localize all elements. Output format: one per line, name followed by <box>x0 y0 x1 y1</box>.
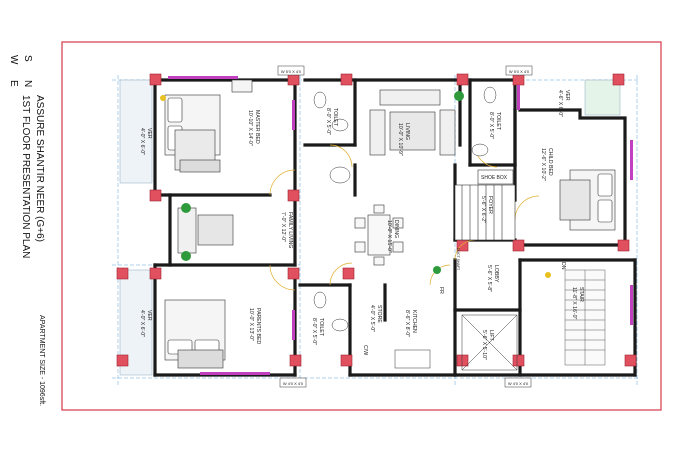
svg-text:STORE: STORE <box>376 305 382 323</box>
svg-text:4'-6" X 6'-0": 4'-6" X 6'-0" <box>557 90 563 117</box>
svg-text:12'-6" X 10'-2": 12'-6" X 10'-2" <box>540 148 546 181</box>
label-kitchen: KITCHEN 8'-6" X 8'-0" <box>404 310 417 337</box>
apartment-size: APARTMENT SIZE - 1096sft. <box>38 315 45 406</box>
bed-master <box>164 79 253 173</box>
svg-text:TOILET: TOILET <box>495 112 501 131</box>
svg-text:4'-0" X 6'-0": 4'-0" X 6'-0" <box>139 128 145 155</box>
svg-text:10'-0" X 13'-0": 10'-0" X 13'-0" <box>248 308 254 341</box>
label-duct-shaft: DUCT SHAFT <box>456 248 460 271</box>
svg-text:KITCHEN: KITCHEN <box>411 310 417 333</box>
room-labels: MASTER BED 10'-10" X 14'-0" TOILET 8'-0"… <box>139 90 584 360</box>
label-toilet-top-left: TOILET 8'-0" X 5'-0" <box>325 108 338 135</box>
window-tag: W 4'0 X 4'0 <box>283 381 304 386</box>
project-title: ASSURE SHANTIR NEER (G+6) <box>34 95 45 242</box>
window-tag: W 5'0 X 4'0 <box>281 69 302 74</box>
toilet-fixtures <box>313 86 497 369</box>
svg-text:TOILET: TOILET <box>332 108 338 127</box>
lift-shaft <box>461 314 518 371</box>
svg-text:C/W: C/W <box>362 345 368 355</box>
window-tag: W 5'0 X 4'0 <box>509 69 530 74</box>
label-toilet-bottom: TOILET 8'-0" X 5'-0" <box>311 318 324 345</box>
svg-text:5'-6" X 5'-10": 5'-6" X 5'-10" <box>481 330 487 360</box>
label-lift: LIFT 5'-6" X 5'-10" <box>481 330 494 360</box>
window-tags: W 5'0 X 4'0 W 5'0 X 4'0 W 4'0 X 4'0 W 4'… <box>277 65 533 388</box>
label-family-living: FAMILY LIVING 7'-0" X 12'-0" <box>280 212 293 248</box>
living-sofa-set <box>369 89 456 156</box>
svg-text:MASTER BED: MASTER BED <box>254 110 260 144</box>
family-living-sofa <box>177 207 234 254</box>
svg-text:DUCT SHAFT: DUCT SHAFT <box>456 248 460 271</box>
sheet-border <box>61 41 662 411</box>
svg-text:4'-0" X 5'-0": 4'-0" X 5'-0" <box>369 305 375 332</box>
stair-treads <box>564 269 606 366</box>
plan-subtitle: 1ST FLOOR PRESENTATION PLAN <box>20 95 31 258</box>
svg-text:VER: VER <box>146 128 152 139</box>
svg-text:8'-6" X 8'-0": 8'-6" X 8'-0" <box>404 310 410 337</box>
svg-text:11'-8" X 16'-0": 11'-8" X 16'-0" <box>571 287 577 320</box>
label-dn: DN <box>560 262 566 270</box>
svg-text:10'-0" X 10'-9": 10'-0" X 10'-9" <box>397 123 403 156</box>
label-master-bed: MASTER BED 10'-10" X 14'-0" <box>247 110 260 146</box>
bed-child <box>559 169 616 231</box>
label-stair: STAIR 11'-8" X 16'-0" <box>571 287 584 320</box>
balcony-hatching <box>119 79 621 376</box>
compass-e: E <box>8 80 19 87</box>
label-child-bed: CHILD BED 12'-6" X 10'-2" <box>540 148 553 181</box>
svg-text:8'-0" X 5'-0": 8'-0" X 5'-0" <box>325 108 331 135</box>
window-tag: W 4'0 X 4'0 <box>508 381 529 386</box>
label-dining: DINING 10'-0" X 15'-0" <box>386 220 399 253</box>
svg-text:5'-6" X 6'-2": 5'-6" X 6'-2" <box>480 196 486 223</box>
svg-text:PARENTS BED: PARENTS BED <box>255 308 261 344</box>
svg-text:DINING: DINING <box>393 220 399 238</box>
svg-text:LIVING: LIVING <box>404 123 410 140</box>
label-store: STORE 4'-0" X 5'-0" <box>369 305 382 332</box>
plant-markers <box>160 91 551 278</box>
label-fr: FR <box>438 287 444 294</box>
label-living: LIVING 10'-0" X 10'-9" <box>397 123 410 156</box>
label-shoe-box: SHOE BOX <box>481 175 508 181</box>
dining-table <box>354 204 404 266</box>
svg-text:DN: DN <box>560 262 566 270</box>
compass-n: N <box>22 80 33 87</box>
structural-columns <box>116 73 637 367</box>
svg-text:STAIR: STAIR <box>578 287 584 302</box>
svg-text:10'-0" X 15'-0": 10'-0" X 15'-0" <box>386 220 392 253</box>
svg-text:4'-0" X 6'-0": 4'-0" X 6'-0" <box>139 310 145 337</box>
svg-text:CHILD BED: CHILD BED <box>547 148 553 176</box>
svg-text:10'-10" X 14'-0": 10'-10" X 14'-0" <box>247 110 253 146</box>
svg-text:VER: VER <box>146 310 152 321</box>
label-toilet-top-right: TOILET 8'-0" X 5'-0" <box>488 112 501 139</box>
svg-text:TOILET: TOILET <box>318 318 324 337</box>
compass-w: W <box>8 55 19 65</box>
compass-s: S <box>22 55 33 62</box>
label-ver-left-top: VER 4'-0" X 6'-0" <box>139 128 152 155</box>
window-markers <box>168 76 633 375</box>
svg-text:VER: VER <box>564 90 570 101</box>
svg-text:FOYER: FOYER <box>487 196 493 214</box>
bed-parents <box>164 299 226 369</box>
svg-text:7'-0" X 12'-0": 7'-0" X 12'-0" <box>280 212 286 242</box>
svg-text:8'-0" X 5'-0": 8'-0" X 5'-0" <box>488 112 494 139</box>
label-parents-bed: PARENTS BED 10'-0" X 13'-0" <box>248 308 261 344</box>
label-foyer: FOYER 5'-6" X 6'-2" <box>480 196 493 223</box>
svg-text:5'-6" X 5'-8": 5'-6" X 5'-8" <box>486 265 492 292</box>
label-cw: C/W <box>362 345 368 355</box>
label-ver-left-bottom: VER 4'-0" X 6'-0" <box>139 310 152 337</box>
shoe-box <box>477 169 514 185</box>
svg-text:LOBBY: LOBBY <box>493 265 499 283</box>
svg-text:FR: FR <box>438 287 444 294</box>
svg-text:FAMILY LIVING: FAMILY LIVING <box>287 212 293 248</box>
svg-text:LIFT: LIFT <box>488 330 494 341</box>
foyer-steps <box>454 184 516 241</box>
svg-text:8'-0" X 5'-0": 8'-0" X 5'-0" <box>311 318 317 345</box>
label-lobby: LOBBY 5'-6" X 5'-8" <box>486 265 499 292</box>
label-ver-top-right: VER 4'-6" X 6'-0" <box>557 90 570 117</box>
